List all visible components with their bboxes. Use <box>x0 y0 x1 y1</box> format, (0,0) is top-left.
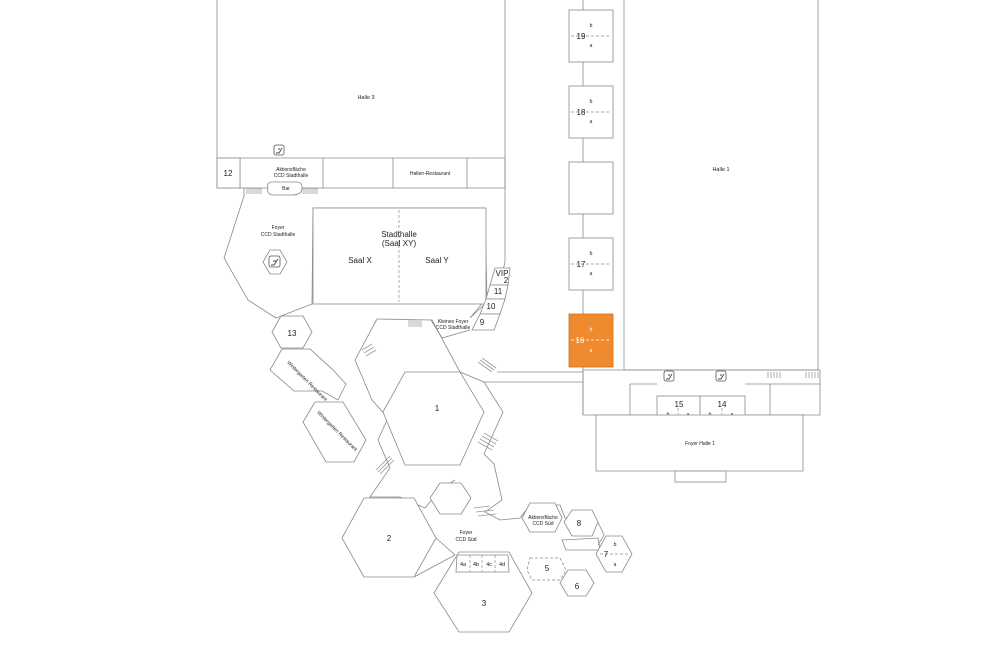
stadthalle-saal-xy[interactable]: Stadthalle (Saal XY) Saal X Saal Y <box>312 207 487 305</box>
svg-text:11: 11 <box>494 287 503 296</box>
room-4c[interactable]: 4c <box>486 562 492 568</box>
escalator-icon <box>273 144 285 156</box>
svg-text:13: 13 <box>288 329 297 338</box>
svg-text:14: 14 <box>718 400 727 409</box>
hallen-restaurant[interactable]: Hallen-Restaurant <box>410 171 451 177</box>
room-5[interactable]: 5 <box>526 557 567 581</box>
svg-text:CCD Stadthalle: CCD Stadthalle <box>274 173 309 179</box>
svg-text:15: 15 <box>675 400 684 409</box>
room-9[interactable]: 9 <box>471 313 501 331</box>
halle-3[interactable]: Halle 3 <box>216 0 506 159</box>
svg-text:Foyer Halle 1: Foyer Halle 1 <box>685 441 715 447</box>
room-18[interactable]: b 18 a <box>568 85 614 139</box>
bar[interactable]: Bar <box>267 181 303 196</box>
svg-text:(Saal XY): (Saal XY) <box>382 239 417 248</box>
svg-text:b: b <box>590 23 593 29</box>
room-17[interactable]: b 17 a <box>568 237 614 291</box>
svg-text:1: 1 <box>435 404 440 413</box>
svg-text:a: a <box>614 562 617 568</box>
svg-text:19: 19 <box>577 32 586 41</box>
svg-text:Foyer: Foyer <box>272 225 285 231</box>
room-6[interactable]: 6 <box>559 569 595 597</box>
room-13[interactable]: 13 <box>271 315 313 349</box>
stairs-icon <box>246 188 318 194</box>
room-4d[interactable]: 4d <box>499 562 505 568</box>
room-4a[interactable]: 4a <box>460 562 467 568</box>
foyer-halle-1-annex <box>674 470 727 483</box>
svg-text:b: b <box>590 251 593 257</box>
svg-text:Kleines Foyer: Kleines Foyer <box>438 319 469 325</box>
svg-text:Bar: Bar <box>282 186 290 192</box>
wall-line <box>413 537 456 578</box>
svg-text:3: 3 <box>482 599 487 608</box>
room-4b[interactable]: 4b <box>473 562 479 568</box>
svg-text:CCD Süd: CCD Süd <box>532 521 553 527</box>
room-19[interactable]: b 19 a <box>568 9 614 63</box>
stairs-icon <box>767 372 819 378</box>
svg-text:Foyer: Foyer <box>460 530 473 536</box>
svg-text:Hallen-Restaurant: Hallen-Restaurant <box>410 171 451 177</box>
room-1[interactable]: 1 <box>382 371 485 466</box>
room-unlabeled[interactable] <box>568 161 614 215</box>
kleines-foyer-ccd-stadthalle[interactable]: Kleines Foyer CCD Stadthalle <box>436 319 471 331</box>
wall-line <box>561 537 601 551</box>
svg-text:10: 10 <box>487 302 496 311</box>
halle-3-label: Halle 3 <box>357 95 374 101</box>
foyer-halle-1[interactable]: Foyer Halle 1 <box>595 414 804 472</box>
svg-text:CCD Stadthalle: CCD Stadthalle <box>261 232 296 238</box>
svg-text:8: 8 <box>577 519 582 528</box>
halle-1-label: Halle 1 <box>712 167 729 173</box>
svg-text:2: 2 <box>387 534 392 543</box>
svg-text:a: a <box>590 271 593 277</box>
svg-text:VIP: VIP <box>496 269 509 278</box>
svg-text:b: b <box>590 327 593 333</box>
room-12[interactable]: 12 <box>216 157 241 189</box>
svg-text:Aktionsfläche: Aktionsfläche <box>528 515 558 521</box>
aktionsflaeche-ccd-sued[interactable]: Aktionsfläche CCD Süd <box>521 502 563 533</box>
room-7[interactable]: 7 b a <box>595 535 633 573</box>
svg-text:2: 2 <box>504 276 509 285</box>
svg-text:9: 9 <box>480 318 485 327</box>
saal-y-label: Saal Y <box>425 256 449 265</box>
escalator-icon <box>268 255 281 268</box>
escalator-icon <box>663 370 675 382</box>
foyer-ccd-sued[interactable]: Foyer CCD Süd <box>455 530 476 543</box>
saal-x-label: Saal X <box>348 256 372 265</box>
svg-text:17: 17 <box>577 260 586 269</box>
room-4[interactable]: 4a 4b 4c 4d <box>455 554 510 573</box>
svg-text:a: a <box>590 43 593 49</box>
svg-text:b: b <box>614 542 617 548</box>
svg-text:CCD Stadthalle: CCD Stadthalle <box>436 325 471 331</box>
wintergarten-restaurant-1[interactable]: Wintergarten Restaurant <box>269 348 347 403</box>
small-hex-room[interactable] <box>429 482 472 515</box>
wintergarten-restaurant-2[interactable]: Wintergarten Restaurant <box>302 401 367 463</box>
escalator-icon <box>715 370 727 382</box>
room-2[interactable]: 2 <box>341 497 437 578</box>
halle-1[interactable]: Halle 1 <box>623 0 819 371</box>
svg-text:CCD Süd: CCD Süd <box>455 537 476 543</box>
svg-text:a: a <box>590 348 593 354</box>
stairs-icon <box>361 319 499 517</box>
halle-1-entrance-row <box>582 369 821 416</box>
svg-text:6: 6 <box>575 582 580 591</box>
svg-text:18: 18 <box>577 108 586 117</box>
room-11[interactable]: 11 <box>485 284 509 300</box>
svg-text:7: 7 <box>604 550 609 559</box>
svg-text:b: b <box>590 99 593 105</box>
svg-text:16: 16 <box>576 336 585 345</box>
aktionsflaeche-ccd-stadthalle[interactable]: Aktionsfläche CCD Stadthalle <box>274 167 309 179</box>
room-8[interactable]: 8 <box>563 509 599 537</box>
svg-text:Aktionsfläche: Aktionsfläche <box>276 167 306 173</box>
svg-text:Stadthalle: Stadthalle <box>381 230 417 239</box>
svg-text:12: 12 <box>224 169 233 178</box>
room-16-highlighted[interactable]: b 16 a <box>568 313 614 368</box>
svg-text:a: a <box>590 119 593 125</box>
svg-text:5: 5 <box>545 564 550 573</box>
